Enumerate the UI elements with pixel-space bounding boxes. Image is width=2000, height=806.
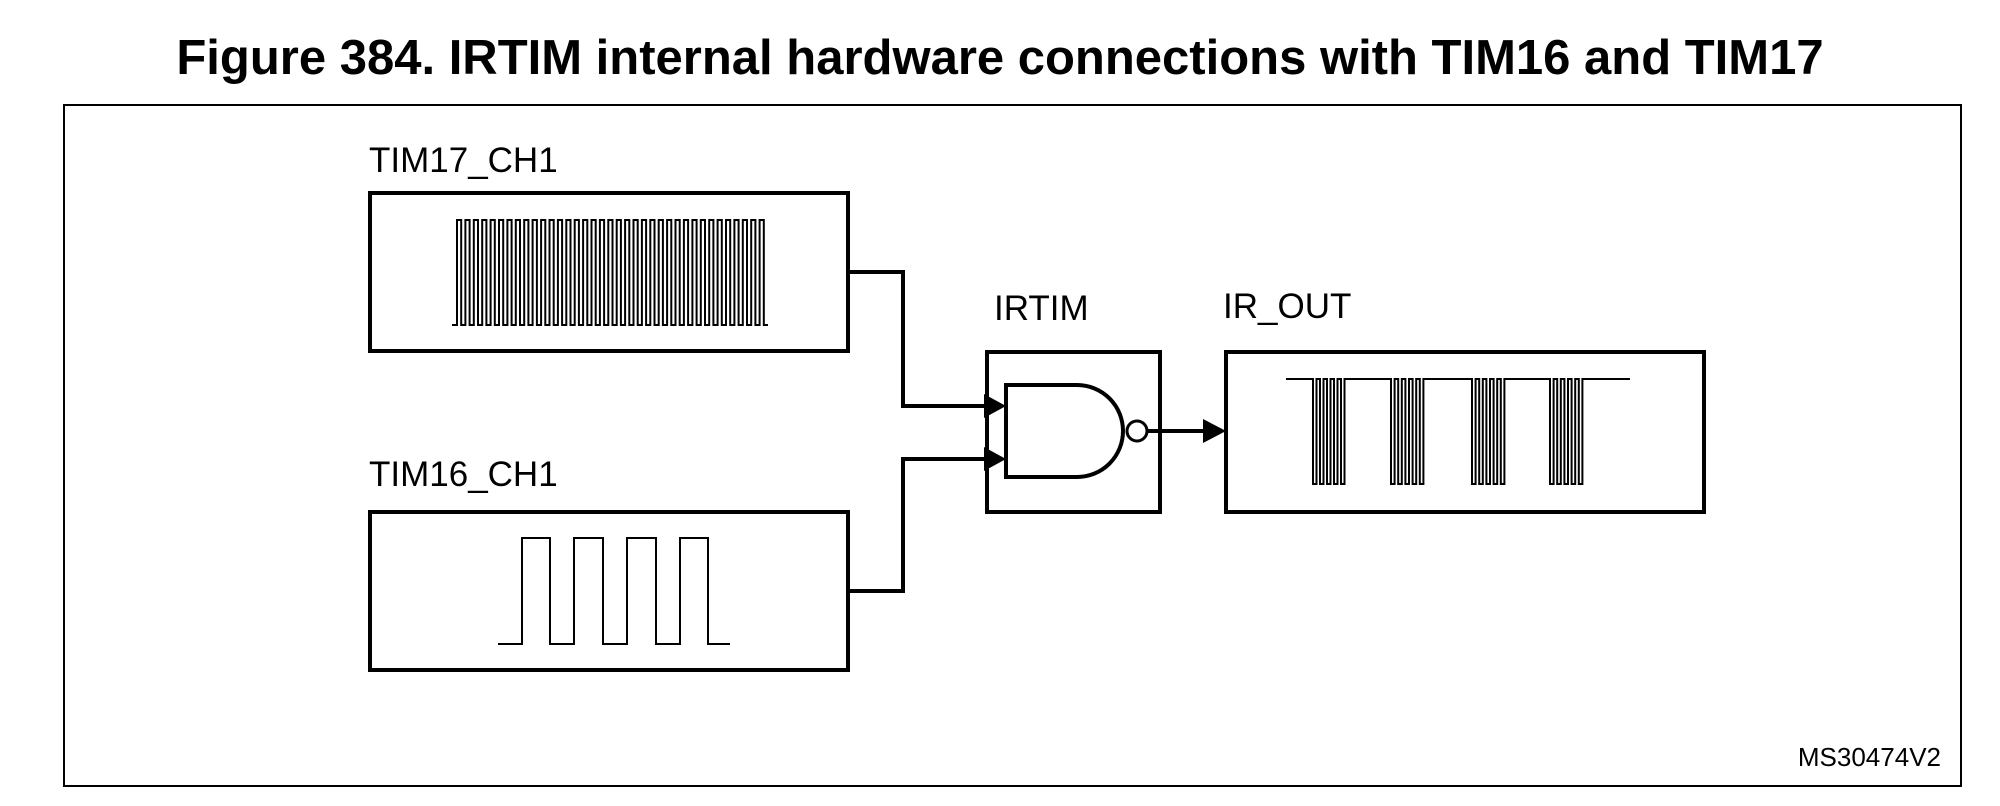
tim17-waveform (452, 219, 768, 326)
irtim-output-arrowhead (1203, 419, 1226, 443)
figure-reference-id: MS30474V2 (1798, 742, 1941, 772)
tim17-connection-wire (848, 270, 985, 408)
tim17-arrowhead (984, 394, 1006, 418)
figure-title: Figure 384. IRTIM internal hardware conn… (176, 31, 1824, 85)
figure-frame (63, 104, 1962, 787)
nand-inversion-bubble (1125, 419, 1149, 443)
tim16-arrowhead (984, 447, 1006, 471)
tim17-label: TIM17_CH1 (369, 141, 558, 180)
tim16-block (368, 510, 850, 672)
ir-out-label: IR_OUT (1223, 287, 1351, 326)
tim16-connection-wire (848, 457, 985, 593)
ir-out-waveform (1286, 378, 1630, 485)
tim16-waveform (498, 537, 730, 645)
irtim-label: IRTIM (994, 289, 1089, 328)
tim16-label: TIM16_CH1 (369, 455, 558, 494)
nand-gate-symbol (1004, 383, 1125, 479)
ir-out-block (1224, 350, 1706, 514)
